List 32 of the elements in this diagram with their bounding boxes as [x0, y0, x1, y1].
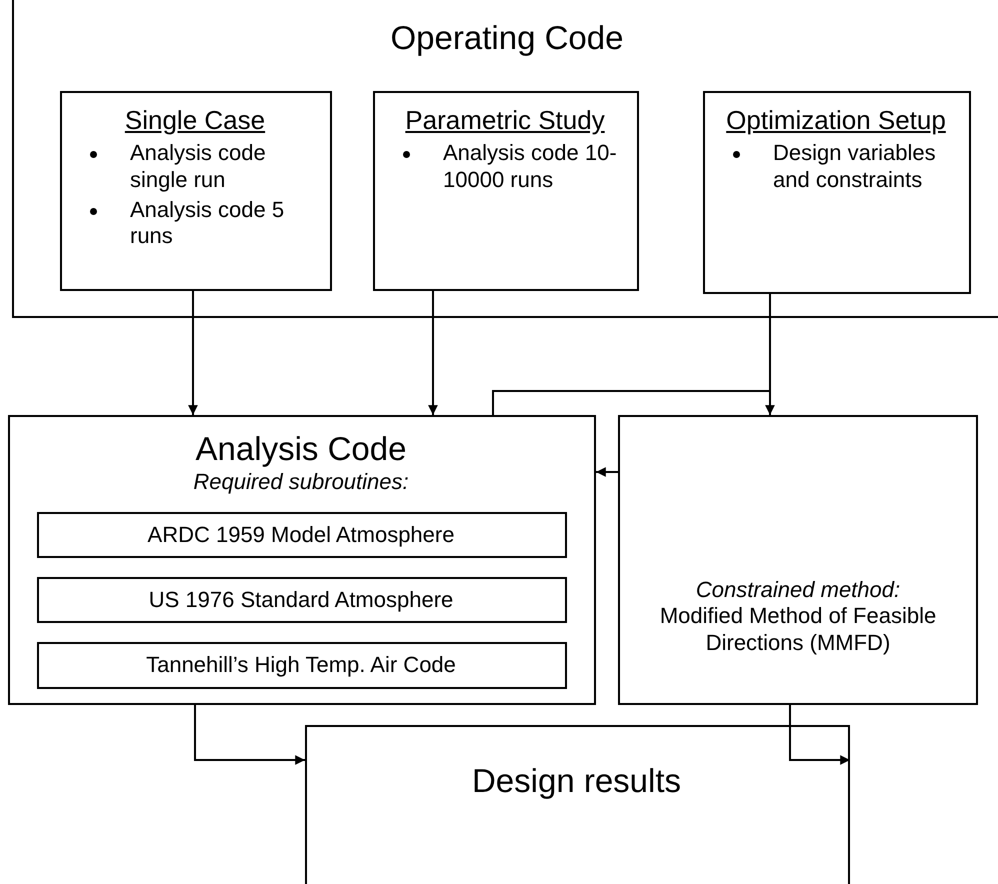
arrow: [428, 291, 438, 415]
arrow: [596, 467, 618, 477]
process-box: [8, 415, 596, 705]
process-box: [703, 91, 971, 294]
connector-line: [492, 294, 771, 415]
process-box: [373, 91, 639, 291]
bullet-item: Design variables and constraints: [773, 140, 961, 193]
result-box: [305, 725, 850, 884]
bullet-item: Analysis code single run: [130, 140, 322, 193]
arrow: [789, 705, 850, 765]
process-box: [37, 512, 567, 558]
body-text: Modified Method of Feasible Directions (MMFD): [658, 603, 938, 656]
box-heading: Single Case: [124, 105, 266, 136]
process-box: [618, 415, 978, 705]
bullet-item: Analysis code 5 runs: [130, 196, 322, 250]
bullet-item: Analysis code 10-10000 runs: [443, 140, 629, 193]
arrow: [194, 705, 305, 765]
process-box: [37, 642, 567, 689]
box-heading: Design results: [470, 761, 682, 801]
box-heading: Analysis Code: [194, 429, 408, 469]
subheading: Required subroutines:: [192, 468, 410, 495]
box-label: ARDC 1959 Model Atmosphere: [146, 522, 456, 548]
process-box: [37, 577, 567, 623]
box-heading: Optimization Setup: [725, 105, 947, 136]
container-box: [12, 0, 998, 318]
box-label: US 1976 Standard Atmosphere: [148, 587, 454, 614]
box-heading: Parametric Study: [404, 105, 606, 136]
process-box: [60, 91, 332, 291]
box-heading: Operating Code: [390, 18, 624, 58]
box-label: Tannehill’s High Temp. Air Code: [145, 652, 457, 678]
arrow: [188, 291, 198, 415]
subheading: Constrained method:: [694, 577, 902, 604]
